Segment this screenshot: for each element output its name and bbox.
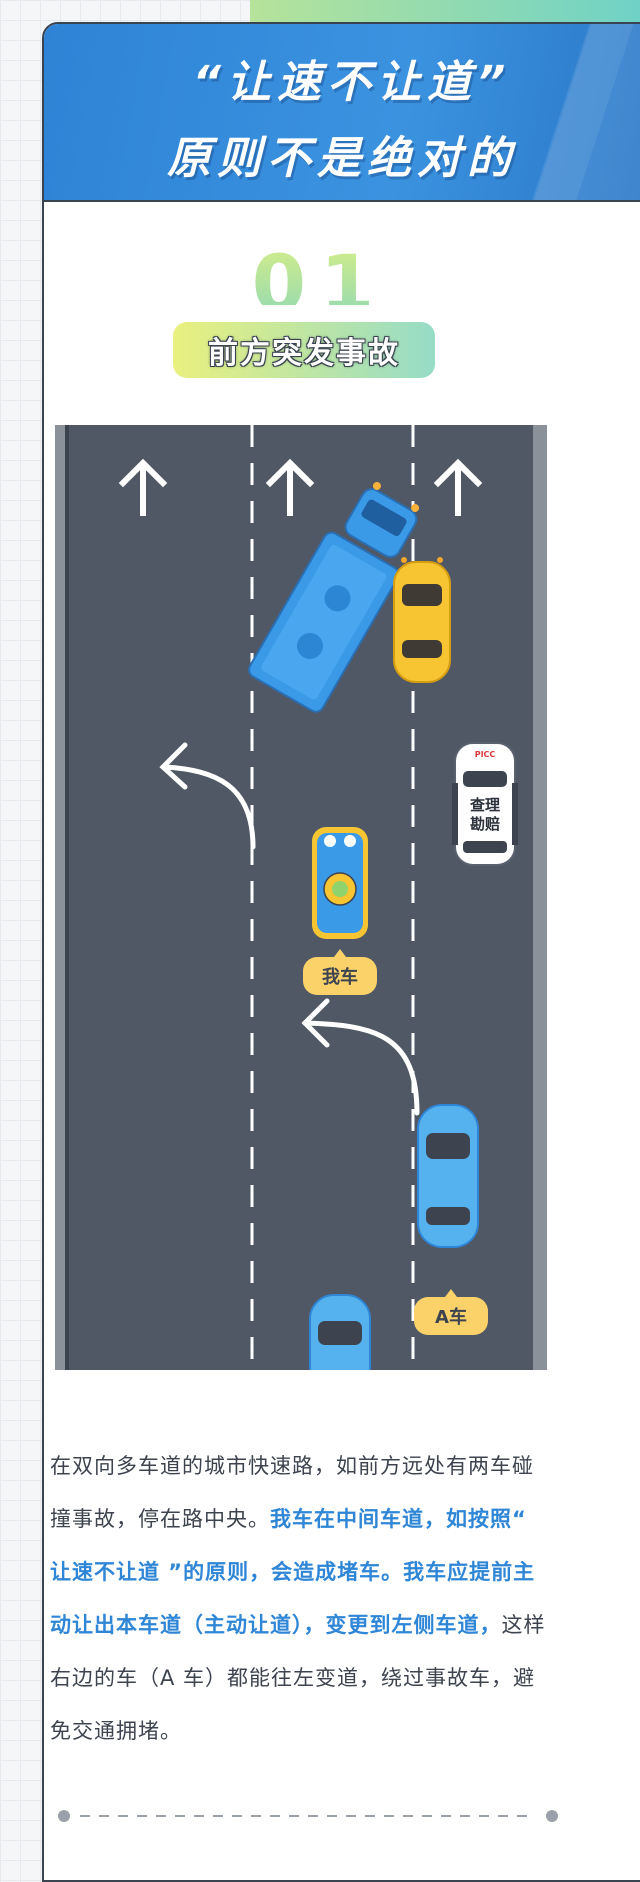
- my-car-label-tag: 我车: [303, 949, 377, 995]
- section-subtitle: 前方突发事故: [208, 336, 400, 371]
- road-diagram: PICC 查理 勘赔 我车: [55, 425, 547, 1370]
- body-text-highlight: 我车在中间车道，如按照“ 让速不让道 ”的原则，会造成堵车。我车应提前主动让出本…: [50, 1507, 536, 1637]
- header-banner: “让速不让道” 原则不是绝对的: [44, 24, 640, 202]
- section-number: 01: [0, 235, 640, 305]
- my-car-turn-arrow-icon: [159, 742, 256, 850]
- lane-arrow-left-icon: [118, 458, 168, 516]
- title-line-2: 原则不是绝对的: [167, 133, 517, 184]
- insurance-text-line2: 勘赔: [470, 815, 500, 833]
- lane-arrow-middle-icon: [265, 458, 315, 516]
- my-car-label: 我车: [322, 966, 358, 988]
- insurance-car-icon: PICC 查理 勘赔: [452, 742, 518, 866]
- road-edge-left: [55, 425, 65, 1370]
- insurance-brand: PICC: [475, 750, 496, 759]
- a-car-icon: [417, 1104, 479, 1248]
- title-line-1: “让速不让道”: [192, 57, 512, 108]
- a-car-label-tag: A车: [414, 1289, 488, 1335]
- section-subtitle-pill: 前方突发事故: [173, 322, 435, 378]
- body-text-plain-1: 在双向多车道的城市快速路，如前方远处有两车碰撞事故，停在路中央。: [50, 1454, 534, 1531]
- dashed-divider: [58, 1810, 558, 1822]
- body-paragraph: 在双向多车道的城市快速路，如前方远处有两车碰撞事故，停在路中央。我车在中间车道，…: [50, 1440, 555, 1758]
- a-car-turn-arrow-icon: [301, 998, 420, 1116]
- bottom-car-icon: [309, 1294, 371, 1370]
- top-accent-bar: [250, 0, 640, 22]
- a-car-label: A车: [435, 1306, 467, 1328]
- truck-icon: [248, 482, 420, 713]
- insurance-text-line1: 查理: [470, 796, 500, 814]
- yellow-car-icon: [393, 557, 451, 683]
- lane-arrow-right-icon: [433, 458, 483, 516]
- road-edge-right: [533, 425, 547, 1370]
- body-text-plain-2: 这样右边的车（A 车）都能往左变道，绕过事故车，避免交通拥堵。: [50, 1613, 546, 1743]
- my-car-icon: [312, 827, 368, 939]
